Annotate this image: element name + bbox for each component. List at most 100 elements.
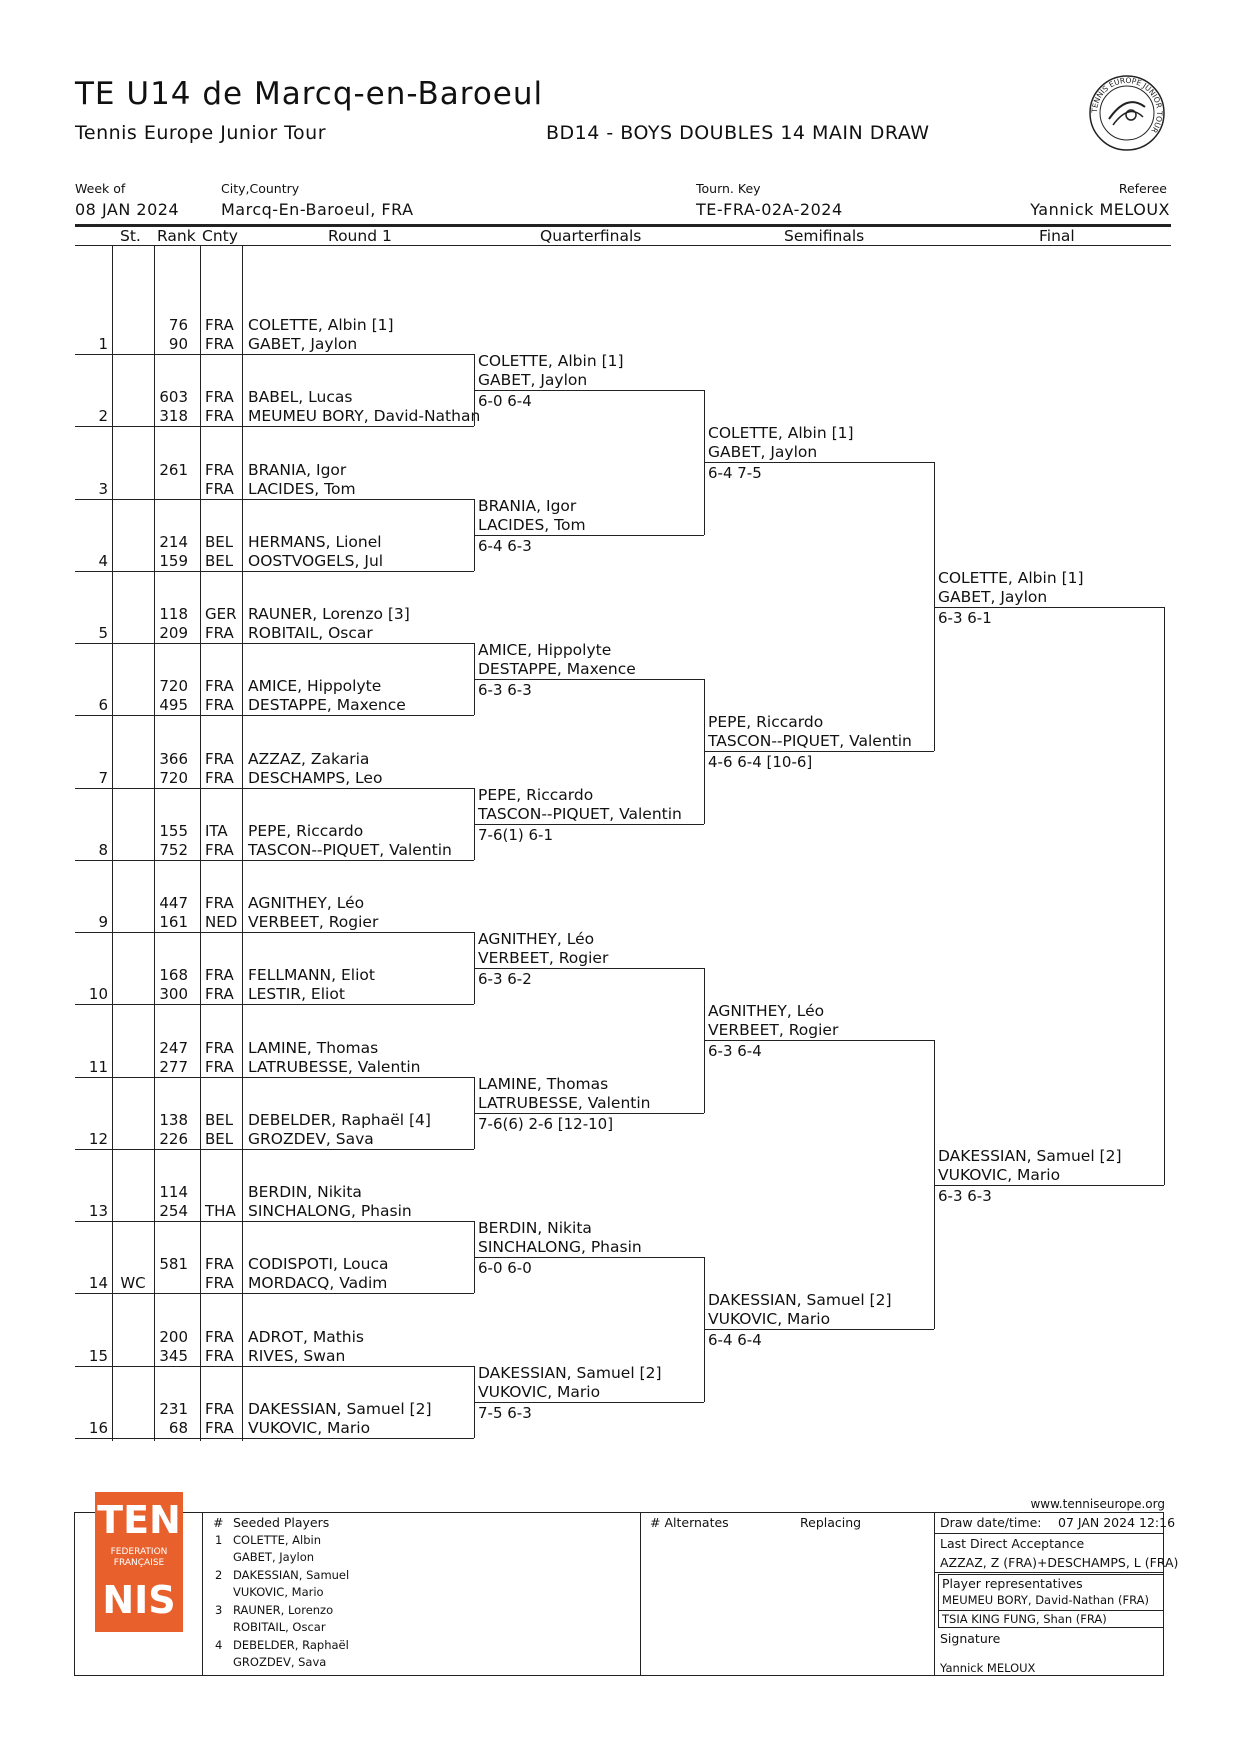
bracket-line [474, 968, 704, 970]
player-rank: 720 [159, 677, 188, 696]
player-rank: 76 [168, 316, 188, 334]
footer-divider [202, 1512, 203, 1676]
player-country: FRA [205, 1399, 234, 1418]
bracket-line [474, 534, 704, 536]
referee-value: Yannick MELOUX [1030, 200, 1170, 219]
round1-line [75, 1365, 474, 1367]
header-rule [75, 224, 1171, 227]
player-name: VERBEET, Rogier [248, 913, 379, 931]
quarterfinals-player: BRANIA, Igor [478, 496, 577, 515]
player-rank: 118 [159, 605, 188, 623]
lda-value: AZZAZ, Z (FRA)+DESCHAMPS, L (FRA) [940, 1555, 1179, 1570]
semifinals-score: 6-4 6-4 [708, 1331, 762, 1350]
semifinals-score: 4-6 6-4 [10-6] [708, 753, 813, 772]
quarterfinals-player: GABET, Jaylon [478, 371, 588, 390]
player-name: BRANIA, Igor [248, 460, 347, 479]
bracket-line [1164, 606, 1165, 1185]
player-name: BERDIN, Nikita [248, 1183, 362, 1201]
player-name: CODISPOTI, Louca [248, 1255, 389, 1274]
player-country: FRA [205, 966, 234, 985]
grid-line [112, 245, 113, 1441]
player-rank: 366 [159, 749, 188, 768]
quarterfinals-score: 7-5 6-3 [478, 1403, 532, 1422]
player-country: FRA [205, 677, 234, 696]
round1-line [75, 1293, 474, 1295]
player-country: FRA [205, 1418, 234, 1437]
semifinals-player: COLETTE, Albin [1] [708, 424, 854, 443]
player-name: GABET, Jaylon [248, 335, 358, 353]
lda-label: Last Direct Acceptance [940, 1536, 1085, 1551]
seeded-title: Seeded Players [233, 1515, 330, 1530]
player-rank: 214 [159, 532, 188, 551]
week-label: Week of [75, 181, 126, 196]
player-country: BEL [205, 1129, 234, 1148]
col-rank: Rank [157, 227, 196, 245]
draw-name: BD14 - BOYS DOUBLES 14 MAIN DRAW [546, 122, 930, 144]
round1-line [75, 354, 474, 355]
player-rank: 90 [168, 335, 188, 353]
final-score: 6-3 6-1 [938, 608, 992, 627]
player-country: ITA [205, 821, 228, 840]
bracket-line [704, 1329, 934, 1331]
player-name: BABEL, Lucas [248, 388, 353, 407]
footer-rule [934, 1533, 1164, 1534]
final-player: COLETTE, Albin [1] [938, 568, 1084, 587]
bracket-line [704, 462, 934, 464]
player-country: FRA [205, 1057, 234, 1076]
quarterfinals-score: 6-3 6-2 [478, 970, 532, 989]
draw-position: 4 [98, 551, 108, 570]
player-country: FRA [205, 1038, 234, 1057]
player-country: BEL [205, 551, 234, 570]
bracket-line [474, 679, 704, 681]
seed-player: VUKOVIC, Mario [233, 1585, 324, 1599]
seed-player: DEBELDER, Raphaël [233, 1638, 349, 1652]
player-name: DAKESSIAN, Samuel [2] [248, 1399, 432, 1418]
player-rank: 581 [159, 1255, 188, 1274]
seed-number: 3 [215, 1603, 223, 1617]
player-name: MORDACQ, Vadim [248, 1274, 388, 1293]
player-country: FRA [205, 316, 234, 334]
semifinals-player: VUKOVIC, Mario [708, 1310, 831, 1329]
signature-value: Yannick MELOUX [940, 1661, 1036, 1675]
player-country: FRA [205, 840, 234, 859]
player-rank: 209 [159, 624, 188, 642]
player-name: AMICE, Hippolyte [248, 677, 382, 696]
player-country: FRA [205, 894, 234, 912]
round1-line [75, 570, 474, 572]
round1-line [75, 1221, 474, 1222]
column-header-rule [75, 245, 1171, 246]
draw-date-value: 07 JAN 2024 12:16 [1058, 1515, 1176, 1530]
bracket-line [704, 751, 934, 753]
draw-position: 1 [98, 335, 108, 353]
status-entry: WC [120, 1274, 146, 1293]
player-name: RAUNER, Lorenzo [3] [248, 605, 410, 623]
player-country: FRA [205, 1274, 234, 1293]
player-rank: 277 [159, 1057, 188, 1076]
player-rank: 200 [159, 1327, 188, 1346]
tourn-key-label: Tourn. Key [696, 181, 761, 196]
grid-line [242, 245, 243, 1441]
round1-line [75, 859, 474, 861]
quarterfinals-player: LATRUBESSE, Valentin [478, 1093, 651, 1112]
rep-2: TSIA KING FUNG, Shan (FRA) [942, 1612, 1107, 1626]
player-name: DESCHAMPS, Leo [248, 768, 383, 787]
player-rank: 114 [159, 1183, 188, 1201]
quarterfinals-player: DESTAPPE, Maxence [478, 660, 636, 679]
player-country: FRA [205, 460, 234, 479]
player-country: BEL [205, 1110, 234, 1129]
week-value: 08 JAN 2024 [75, 200, 180, 219]
player-name: COLETTE, Albin [1] [248, 316, 394, 334]
semifinals-player: VERBEET, Rogier [708, 1021, 839, 1040]
quarterfinals-player: BERDIN, Nikita [478, 1219, 592, 1238]
round1-line [75, 643, 474, 644]
semifinals-player: DAKESSIAN, Samuel [2] [708, 1291, 892, 1310]
semifinals-player: TASCON--PIQUET, Valentin [708, 732, 912, 751]
seed-player: DAKESSIAN, Samuel [233, 1568, 350, 1582]
player-name: LATRUBESSE, Valentin [248, 1057, 421, 1076]
grid-line [154, 245, 155, 1441]
draw-position: 7 [98, 768, 108, 787]
player-name: PEPE, Riccardo [248, 821, 364, 840]
round1-line [75, 426, 474, 428]
col-semifinals: Semifinals [784, 227, 865, 245]
draw-position: 5 [98, 624, 108, 642]
